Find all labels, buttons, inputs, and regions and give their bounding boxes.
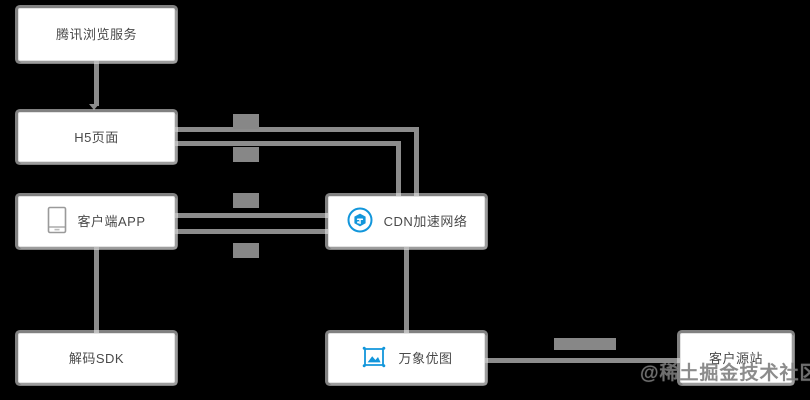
node-wanxiang-image[interactable]: 万象优图 (328, 333, 485, 383)
node-tencent-browse-service[interactable]: 腾讯浏览服务 (18, 8, 175, 61)
connector-wanxiang-to-origin (485, 358, 735, 363)
phone-icon (47, 206, 67, 237)
node-label-tencent-browse-service: 腾讯浏览服务 (55, 27, 137, 42)
node-cdn-network[interactable]: CDN加速网络 (328, 196, 485, 247)
picture-icon (360, 343, 388, 374)
node-label-h5-page: H5页面 (74, 129, 119, 145)
node-label-wanxiang-image: 万象优图 (398, 350, 453, 366)
connector-h5-to-cdn-lower-horizontal (175, 141, 401, 146)
redacted-label-origin-link (554, 338, 616, 350)
node-customer-origin[interactable]: 客户源站 (680, 333, 792, 383)
node-h5-page[interactable]: H5页面 (18, 112, 175, 162)
connector-h5-to-cdn-upper-horizontal (175, 127, 419, 132)
connector-browse-to-h5 (94, 61, 99, 106)
redacted-label-app-cdn-upper (233, 193, 259, 208)
node-decode-sdk[interactable]: 解码SDK (18, 333, 175, 383)
connector-app-to-cdn-upper (175, 213, 329, 218)
connector-cdn-to-wanxiang (404, 247, 409, 335)
node-label-customer-origin: 客户源站 (708, 350, 763, 366)
connector-h5-to-cdn-upper-vertical (414, 127, 419, 197)
connector-app-to-cdn-lower (175, 229, 329, 234)
node-client-app[interactable]: 客户端APP (18, 196, 175, 247)
redacted-label-h5-cdn-upper (233, 114, 259, 129)
node-label-decode-sdk: 解码SDK (68, 350, 125, 366)
connector-h5-to-cdn-lower-vertical (396, 141, 401, 197)
node-label-client-app: 客户端APP (77, 214, 146, 229)
redacted-label-app-cdn-lower (233, 243, 259, 258)
cdn-cube-icon (346, 206, 374, 237)
connector-browse-to-h5-arrowhead (89, 104, 99, 110)
redacted-label-h5-cdn-lower (233, 147, 259, 162)
node-label-cdn-network: CDN加速网络 (383, 214, 468, 229)
connector-app-to-sdk (94, 247, 99, 335)
